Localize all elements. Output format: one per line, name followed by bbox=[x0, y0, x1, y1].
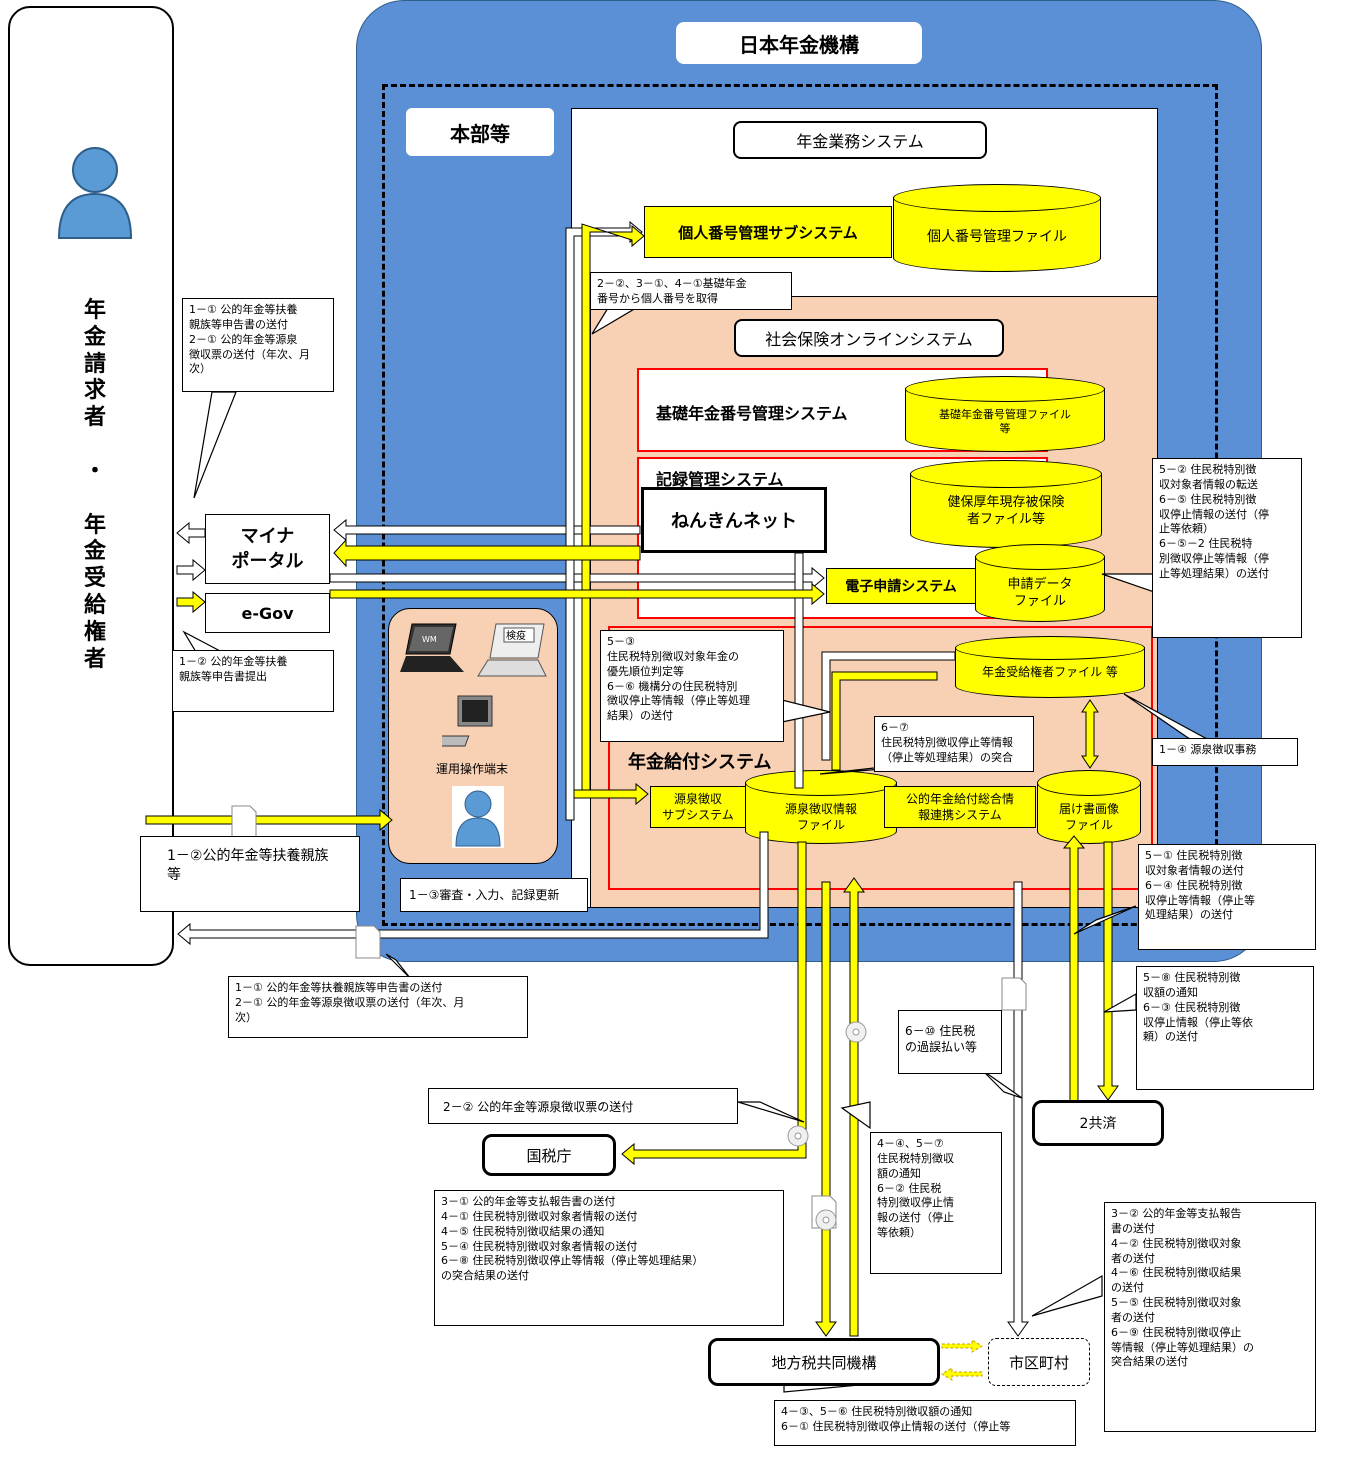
disc-icons bbox=[787, 1021, 867, 1231]
kenpo-file-cylinder: 健保厚年現存被保険 者ファイル等 bbox=[910, 460, 1102, 548]
arrow-net-to-myna bbox=[333, 518, 641, 542]
callout-1-2-doc: 1－②公的年金等扶養親族 等 bbox=[140, 836, 360, 912]
arrow-todoke-down bbox=[1097, 841, 1119, 1101]
arrow-chiho-to-shiku bbox=[941, 1339, 983, 1353]
callout-4-4: 4－④、5－⑦ 住民税特別徴収 額の通知 6－② 住民税 特別徴収停止情 報の送… bbox=[870, 1132, 1002, 1274]
callout-5-8: 5－⑧ 住民税特別徴 収額の通知 6－③ 住民税特別徴 収停止情報（停止等依 頼… bbox=[1136, 966, 1314, 1090]
shakai-online-label: 社会保険オンラインシステム bbox=[734, 319, 1004, 357]
kyosai-box: 2共済 bbox=[1032, 1100, 1164, 1146]
callout-2-2: 2－②、3－①、4－①基礎年金 番号から個人番号を取得 bbox=[590, 272, 792, 310]
kiso-file-cylinder: 基礎年金番号管理ファイル 等 bbox=[905, 376, 1105, 452]
kojin-file-cylinder: 個人番号管理ファイル bbox=[893, 184, 1101, 272]
arrow-kyosai-up bbox=[1062, 835, 1086, 1121]
arrow-doc-to-terminal bbox=[145, 808, 393, 832]
callout-5-2: 5－② 住民税特別徴 収対象者情報の転送 6－⑤ 住民税特別徴 収停止情報の送付… bbox=[1152, 458, 1302, 638]
callout-1-1: 1－① 公的年金等扶養 親族等申告書の送付 2－① 公的年金等源泉 徴収票の送付… bbox=[182, 298, 334, 392]
kokuzei-box: 国税庁 bbox=[482, 1134, 616, 1176]
svg-text:検疫: 検疫 bbox=[506, 629, 526, 642]
gensen-subsystem: 源泉徴収 サブシステム bbox=[650, 786, 746, 828]
operator-icon bbox=[452, 786, 504, 848]
laptop-icon: WM bbox=[400, 623, 464, 672]
shiku-box: 市区町村 bbox=[988, 1338, 1090, 1386]
arrow-egov-to-denshi bbox=[329, 582, 825, 606]
callout-1-1-bottom: 1－① 公的年金等扶養親族等申告書の送付 2－① 公的年金等源泉徴収票の送付（年… bbox=[228, 976, 528, 1038]
shinsei-file-cylinder: 申請データ ファイル bbox=[975, 544, 1105, 622]
callout-6-7: 6－⑦ 住民税特別徴収停止等情報 （停止等処理結果）の突合 bbox=[874, 716, 1034, 772]
egov-box: e-Gov bbox=[205, 593, 330, 633]
arrow-myna-to-left bbox=[176, 521, 206, 545]
kiroku-sys-label: 記録管理システム bbox=[656, 470, 784, 489]
gensen-file-cylinder: 源泉徴収情報 ファイル bbox=[745, 770, 897, 844]
callout-5-3: 5－③ 住民税特別徴収対象年金の 優先順位判定等 6－⑥ 機構分の住民税特別 徴… bbox=[600, 630, 784, 742]
chihou-box: 地方税共同機構 bbox=[708, 1338, 940, 1386]
desktop-terminal-icon bbox=[442, 695, 493, 747]
callout-6-10: 6－⑩ 住民税 の過誤払い等 bbox=[898, 1010, 1002, 1074]
myna-portal-box: マイナ ポータル bbox=[205, 514, 330, 584]
callout-1-3: 1－③審査・入力、記録更新 bbox=[400, 878, 588, 912]
arrow-kyufu-left bbox=[573, 782, 649, 806]
callout-2-2-bottom: 2－② 公的年金等源泉徴収票の送付 bbox=[428, 1088, 738, 1124]
arrow-left-to-myna bbox=[176, 558, 206, 582]
arrow-koteki-shiku bbox=[1007, 881, 1029, 1337]
koteki-sys-box: 公的年金給付総合情 報連携システム bbox=[884, 786, 1036, 828]
callout-3-1: 3－① 公的年金等支払報告書の送付 4－① 住民税特別徴収対象者情報の送付 4－… bbox=[434, 1190, 784, 1326]
quarantine-laptop-icon: 検疫 bbox=[477, 623, 547, 677]
callout-5-1: 5－① 住民税特別徴 収対象者情報の送付 6－④ 住民税特別徴 収停止等情報（停… bbox=[1138, 844, 1316, 950]
kiso-sys-label: 基礎年金番号管理システム bbox=[656, 404, 848, 423]
callout-1-2: 1－② 公的年金等扶養 親族等申告書提出 bbox=[172, 650, 334, 712]
arrow-gensen-down-kokuzei bbox=[621, 841, 807, 1166]
kojin-subsystem: 個人番号管理サブシステム bbox=[644, 206, 892, 258]
arrow-myna-yellow bbox=[333, 538, 641, 568]
callout-1-4: 1－④ 源泉徴収事務 bbox=[1152, 738, 1298, 766]
arrow-jukyu-todoke bbox=[1081, 699, 1099, 769]
callout-3-2: 3－② 公的年金等支払報告 書の送付 4－② 住民税特別徴収対象 者の送付 4－… bbox=[1104, 1202, 1316, 1432]
arrow-left-to-egov bbox=[176, 590, 206, 614]
nenkin-net-box: ねんきんネット bbox=[641, 487, 827, 553]
arrow-nenkin-net-down bbox=[794, 552, 804, 789]
arrow-shinsei-to-gensen bbox=[831, 671, 938, 771]
person-icon bbox=[57, 147, 133, 239]
todoke-file-cylinder: 届け書画像 ファイル bbox=[1037, 770, 1141, 844]
arrow-jukyu-gensen bbox=[821, 651, 956, 761]
denshi-sys-box: 電子申請システム bbox=[826, 568, 976, 604]
honbu-label: 本部等 bbox=[406, 108, 554, 156]
left-actor-label: 年 金 請 求 者 ・ 年 金 受 給 権 者 bbox=[83, 298, 106, 672]
jukyu-file-cylinder: 年金受給権者ファイル 等 bbox=[955, 636, 1145, 698]
org-title: 日本年金機構 bbox=[676, 22, 922, 64]
kyufu-sys-label: 年金給付システム bbox=[628, 752, 772, 773]
arrow-gensen-down-chiho bbox=[815, 881, 837, 1337]
nenkin-gyomu-label: 年金業務システム bbox=[733, 121, 987, 159]
svg-text:WM: WM bbox=[422, 635, 437, 644]
arrow-gensen-to-left bbox=[177, 831, 769, 946]
callout-4-3: 4－③、5－⑥ 住民税特別徴収額の通知 6－① 住民税特別徴収停止情報の送付（停… bbox=[774, 1400, 1076, 1446]
arrow-shiku-to-chiho bbox=[941, 1367, 983, 1381]
arrow-myna-to-denshi bbox=[329, 566, 825, 590]
terminal-label: 運用操作端末 bbox=[435, 762, 508, 776]
